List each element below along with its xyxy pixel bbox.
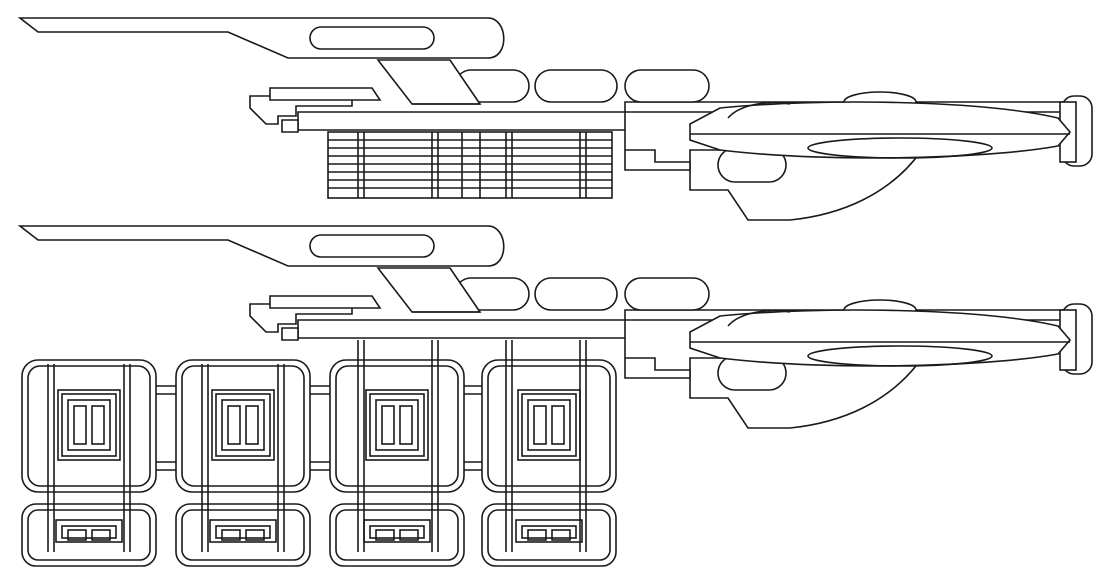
cargo-pod-4 [481, 359, 617, 567]
ship-view-a [19, 17, 1093, 221]
pod-struts [47, 340, 587, 552]
cargo-pod-2 [175, 359, 311, 567]
cargo-pod-3 [329, 359, 465, 567]
open-truss-frame [327, 131, 613, 199]
cargo-pod-array [21, 340, 617, 567]
cargo-pod-1 [21, 359, 157, 567]
